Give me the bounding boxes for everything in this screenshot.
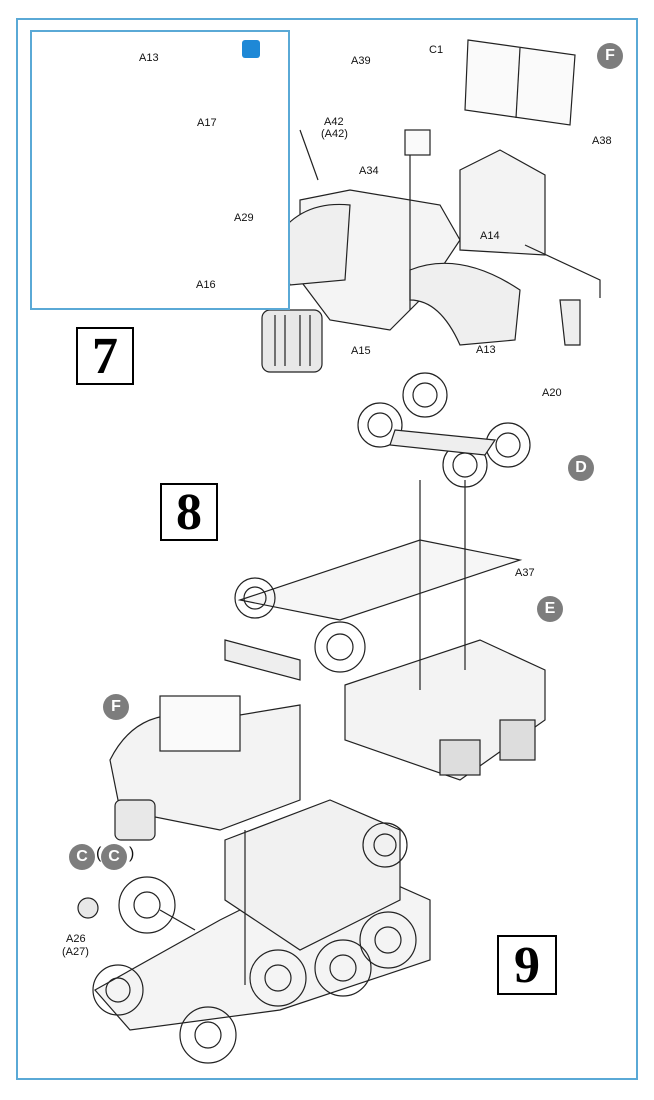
part-label-a14: A14	[480, 230, 500, 242]
part-label-a42-alt: (A42)	[321, 128, 348, 140]
subassembly-badge-e: E	[537, 596, 563, 622]
part-label-a26: A26	[66, 933, 86, 945]
subassembly-badge-f-lower: F	[103, 694, 129, 720]
inset-label-a29: A29	[234, 212, 254, 224]
inset-label-a13: A13	[139, 52, 159, 64]
subassembly-badge-c-alt: C	[101, 844, 127, 870]
part-label-a20: A20	[542, 387, 562, 399]
vehicle-drawing	[77, 695, 431, 1064]
step-number-7: 7	[76, 327, 134, 385]
bonnet-assembly-drawing	[261, 39, 601, 373]
part-label-a13: A13	[476, 344, 496, 356]
inset-label-a16: A16	[196, 279, 216, 291]
detail-inset	[30, 30, 290, 310]
part-label-a34: A34	[359, 165, 379, 177]
axle-assembly-drawing	[357, 372, 531, 488]
paren-close: )	[129, 845, 135, 862]
part-label-a27: (A27)	[62, 946, 89, 958]
subassembly-badge-c: C	[69, 844, 95, 870]
part-label-a38: A38	[592, 135, 612, 147]
part-label-a15: A15	[351, 345, 371, 357]
part-label-a42: A42	[324, 116, 344, 128]
part-label-a39: A39	[351, 55, 371, 67]
subassembly-badge-f: F	[597, 43, 623, 69]
paint-brush-icon	[242, 40, 260, 58]
paren-open: (	[96, 845, 102, 862]
part-label-c1: C1	[429, 44, 444, 56]
inset-label-a17: A17	[197, 117, 217, 129]
part-label-a37: A37	[515, 567, 535, 579]
subassembly-badge-d: D	[568, 455, 594, 481]
step-number-9: 9	[497, 935, 557, 995]
instruction-frame	[16, 18, 638, 1080]
step-number-8: 8	[160, 483, 218, 541]
chassis-drawing	[224, 480, 546, 781]
